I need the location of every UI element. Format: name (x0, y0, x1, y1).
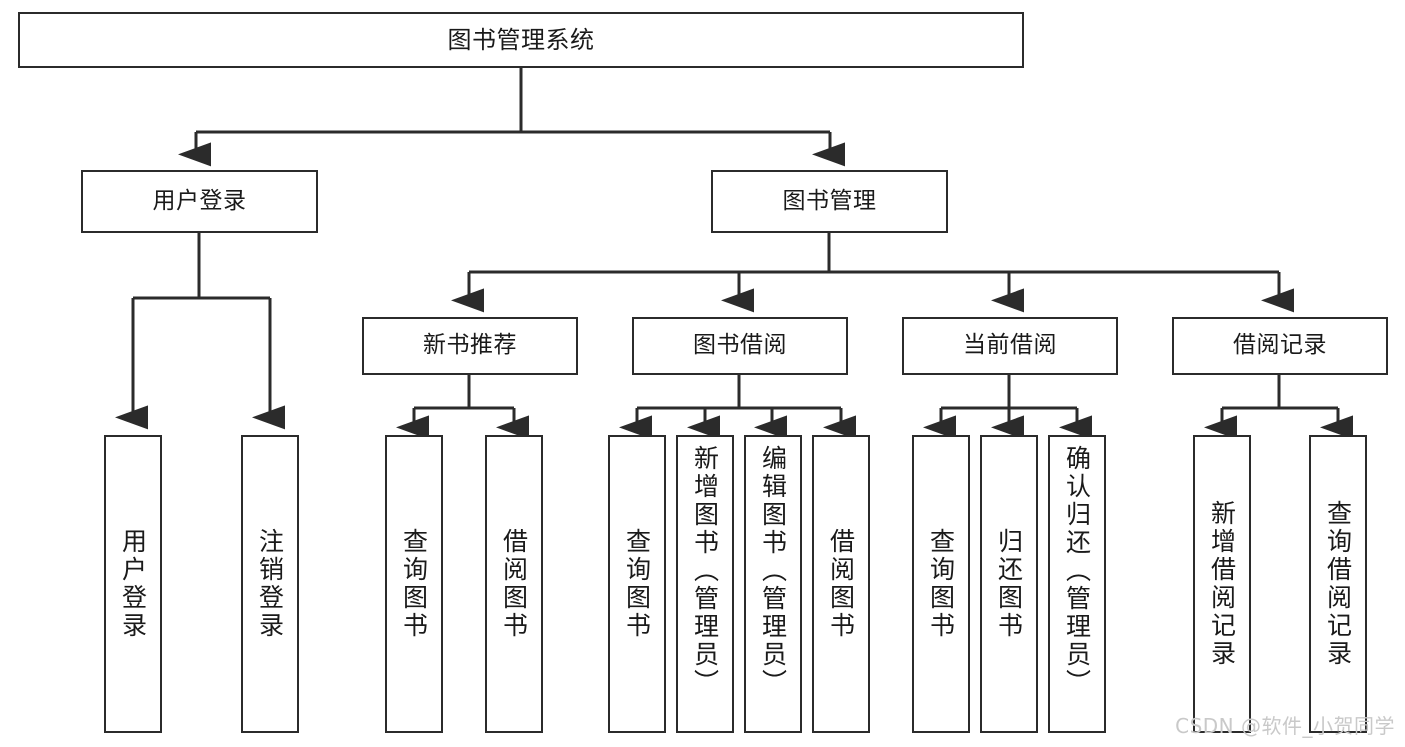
node-book-manage[interactable]: 图书管理 (711, 170, 948, 233)
leaf-add-book[interactable]: 新增图书（管理员） (676, 435, 734, 733)
node-label: 查询图书 (399, 528, 429, 640)
node-label: 用户登录 (152, 187, 247, 214)
node-current-borrow[interactable]: 当前借阅 (902, 317, 1118, 375)
leaf-confirm-return[interactable]: 确认归还（管理员） (1048, 435, 1106, 733)
leaf-logout-login[interactable]: 注销登录 (241, 435, 299, 733)
node-label: 用户登录 (118, 528, 148, 640)
leaf-borrow-book-1[interactable]: 借阅图书 (485, 435, 543, 733)
csdn-watermark: CSDN @软件_小贺同学 (1175, 714, 1395, 738)
node-label: 注销登录 (255, 528, 285, 640)
leaf-query-book-3[interactable]: 查询图书 (912, 435, 970, 733)
leaf-edit-book[interactable]: 编辑图书（管理员） (744, 435, 802, 733)
node-book-borrow[interactable]: 图书借阅 (632, 317, 848, 375)
leaf-return-book[interactable]: 归还图书 (980, 435, 1038, 733)
node-label: 当前借阅 (963, 332, 1057, 359)
node-label: 图书管理系统 (447, 25, 595, 54)
node-label: 查询借阅记录 (1323, 500, 1353, 668)
leaf-add-record[interactable]: 新增借阅记录 (1193, 435, 1251, 733)
node-label: 归还图书 (994, 528, 1024, 640)
node-root-system[interactable]: 图书管理系统 (18, 12, 1024, 68)
node-label: 新增借阅记录 (1207, 500, 1237, 668)
node-label: 借阅记录 (1233, 332, 1327, 359)
node-label: 借阅图书 (499, 528, 529, 640)
leaf-query-book-1[interactable]: 查询图书 (385, 435, 443, 733)
node-user-login[interactable]: 用户登录 (81, 170, 318, 233)
node-label: 借阅图书 (826, 528, 856, 640)
leaf-query-book-2[interactable]: 查询图书 (608, 435, 666, 733)
node-label: 编辑图书（管理员） (758, 445, 788, 697)
node-borrow-record[interactable]: 借阅记录 (1172, 317, 1388, 375)
node-label: 图书借阅 (693, 332, 787, 359)
leaf-user-login[interactable]: 用户登录 (104, 435, 162, 733)
node-label: 查询图书 (622, 528, 652, 640)
node-new-book-rec[interactable]: 新书推荐 (362, 317, 578, 375)
node-label: 确认归还（管理员） (1062, 445, 1092, 697)
node-label: 查询图书 (926, 528, 956, 640)
node-label: 新书推荐 (423, 332, 517, 359)
leaf-borrow-book-2[interactable]: 借阅图书 (812, 435, 870, 733)
node-label: 图书管理 (782, 187, 877, 214)
node-label: 新增图书（管理员） (690, 445, 720, 697)
leaf-query-record[interactable]: 查询借阅记录 (1309, 435, 1367, 733)
